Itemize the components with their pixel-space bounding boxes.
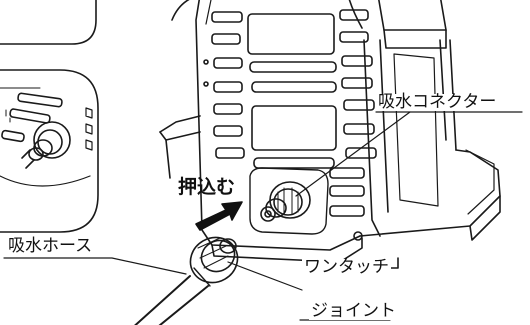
leader-lines [3, 111, 523, 321]
label-suction-hose: 吸水ホース [6, 236, 95, 256]
push-arrow [195, 201, 243, 231]
suction-hose [134, 275, 209, 325]
detail-zoom-panel [0, 69, 99, 233]
suction-connector [260, 181, 311, 222]
top-callout-panel [0, 0, 97, 45]
label-joint: ジョイント [309, 301, 398, 321]
onetouch-joint [189, 236, 239, 287]
label-suction-connector: 吸水コネクター [376, 92, 499, 112]
machine-body [159, 0, 501, 269]
label-push-in: 押込む [178, 176, 236, 198]
label-onetouch: ワンタッチ [302, 257, 391, 277]
